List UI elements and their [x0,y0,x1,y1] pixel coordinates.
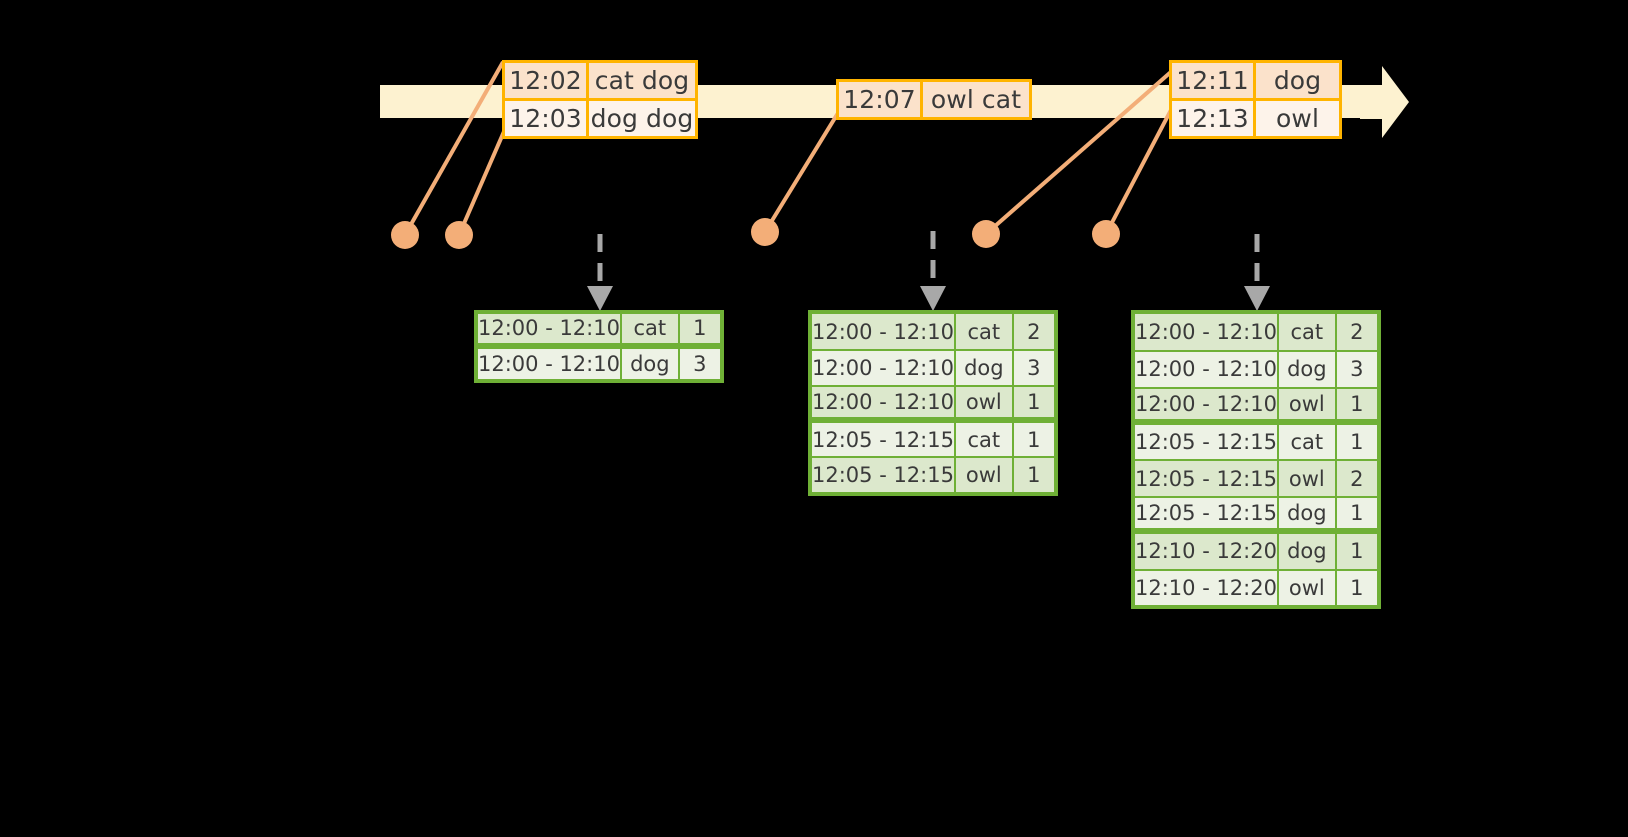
cell-key: dog [622,348,680,379]
cell-window: 12:10 - 12:20 [1135,570,1279,605]
cell-key: cat [956,314,1014,350]
table-row: 12:05 - 12:15 owl 2 [1135,459,1377,496]
stream-marker-5 [1092,220,1120,248]
stream-marker-1 [391,221,419,249]
cell-window: 12:00 - 12:10 [1135,352,1279,387]
table-row: 12:05 - 12:15 cat 1 [812,420,1054,457]
cell-window: 12:05 - 12:15 [812,458,956,492]
table-row: 12:00 - 12:10 dog 3 [812,349,1054,386]
cell-count: 2 [1027,319,1041,344]
event-time: 12:07 [839,82,923,117]
cell-window: 12:00 - 12:10 [478,348,622,379]
table-row: 12:05 - 12:15 cat 1 [1135,423,1377,460]
table-row: 12:00 - 12:10 dog 3 [478,346,720,379]
cell-window: 12:00 - 12:10 [1135,388,1279,420]
event-value: dog dog [590,104,694,133]
cell-key: owl [1279,461,1337,496]
table-row: 12:10 - 12:20 dog 1 [1135,532,1377,569]
event-group-1: 12:02 cat dog 12:03 dog dog [502,60,698,139]
result-table-3: 12:00 - 12:10 cat 2 12:00 - 12:10 dog 3 … [1131,310,1381,609]
cell-key: dog [956,351,1014,386]
stream-marker-3 [751,218,779,246]
cell-count: 1 [1350,430,1364,455]
event-row: 12:03 dog dog [505,98,695,136]
cell-count: 3 [1027,356,1041,381]
cell-key: owl [956,387,1014,417]
event-value: cat dog [594,66,690,95]
cell-count: 1 [1350,391,1364,416]
event-row: 12:11 dog [1172,63,1339,98]
event-time: 12:02 [505,63,589,98]
timeline-arrow-right-icon [1360,66,1409,138]
cell-count: 1 [1027,389,1041,414]
table-row: 12:10 - 12:20 owl 1 [1135,568,1377,605]
cell-count: 2 [1350,320,1364,345]
cell-count: 1 [1350,501,1364,526]
cell-key: dog [1279,534,1337,569]
event-group-2: 12:07 owl cat [836,79,1032,120]
event-time: 12:03 [505,101,589,136]
cell-count: 1 [1350,575,1364,600]
stream-marker-4 [972,220,1000,248]
event-value: dog [1273,66,1322,95]
event-group-3: 12:11 dog 12:13 owl [1169,60,1342,139]
table-row: 12:05 - 12:15 dog 1 [1135,495,1377,533]
table-row: 12:00 - 12:10 cat 1 [478,314,720,347]
table-row: 12:05 - 12:15 owl 1 [812,456,1054,492]
emit-arrow-3 [1244,234,1270,311]
event-time: 12:13 [1172,101,1256,136]
cell-key: cat [956,422,1014,457]
cell-window: 12:00 - 12:10 [1135,314,1279,351]
emit-arrow-2 [920,231,946,311]
table-row: 12:00 - 12:10 cat 2 [1135,314,1377,351]
table-row: 12:00 - 12:10 owl 1 [812,385,1054,421]
cell-count: 3 [693,351,707,376]
cell-window: 12:10 - 12:20 [1135,534,1279,569]
result-table-1: 12:00 - 12:10 cat 1 12:00 - 12:10 dog 3 [474,310,724,383]
cell-window: 12:05 - 12:15 [812,422,956,457]
cell-window: 12:05 - 12:15 [1135,497,1279,529]
table-row: 12:00 - 12:10 owl 1 [1135,386,1377,424]
emit-arrow-1 [587,234,613,311]
table-row: 12:00 - 12:10 cat 2 [812,314,1054,350]
stream-marker-2 [445,221,473,249]
cell-key: owl [956,458,1014,492]
cell-key: owl [1279,570,1337,605]
cell-count: 1 [1027,427,1041,452]
event-value: owl cat [930,85,1022,114]
cell-key: owl [1279,388,1337,420]
cell-key: cat [1279,425,1337,460]
cell-window: 12:05 - 12:15 [1135,461,1279,496]
table-row: 12:00 - 12:10 dog 3 [1135,350,1377,387]
cell-count: 3 [1350,357,1364,382]
cell-window: 12:05 - 12:15 [1135,425,1279,460]
cell-window: 12:00 - 12:10 [812,314,956,350]
event-row: 12:13 owl [1172,98,1339,136]
cell-window: 12:00 - 12:10 [478,314,622,343]
result-table-2: 12:00 - 12:10 cat 2 12:00 - 12:10 dog 3 … [808,310,1058,496]
event-row: 12:07 owl cat [839,82,1029,117]
event-row: 12:02 cat dog [505,63,695,98]
event-time: 12:11 [1172,63,1256,98]
cell-key: cat [1279,314,1337,351]
cell-count: 2 [1350,466,1364,491]
cell-window: 12:00 - 12:10 [812,351,956,386]
cell-count: 1 [693,316,707,341]
cell-key: dog [1279,352,1337,387]
cell-key: cat [622,314,680,343]
cell-count: 1 [1350,539,1364,564]
cell-count: 1 [1027,463,1041,488]
cell-key: dog [1279,497,1337,529]
event-value: owl [1276,104,1319,133]
cell-window: 12:00 - 12:10 [812,387,956,417]
